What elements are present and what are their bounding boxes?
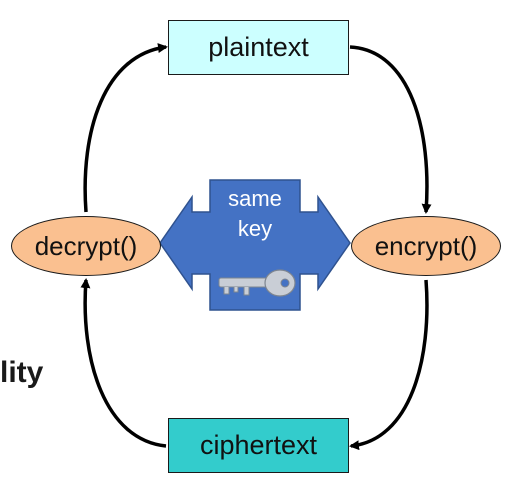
arrow-plaintext-to-encrypt <box>349 45 432 214</box>
arrow-decrypt-to-plaintext <box>83 43 168 213</box>
shared-key-label-line1: same <box>228 186 282 211</box>
encrypt-function-oval: encrypt() <box>351 216 501 276</box>
ciphertext-label: ciphertext <box>199 430 318 460</box>
key-icon <box>218 269 296 297</box>
plaintext-label: plaintext <box>208 32 309 62</box>
ciphertext-box: ciphertext <box>168 418 349 473</box>
encrypt-label: encrypt() <box>374 230 478 261</box>
decrypt-label: decrypt() <box>34 230 138 261</box>
arrow-encrypt-to-ciphertext <box>349 279 429 451</box>
plaintext-box: plaintext <box>168 20 349 75</box>
arrow-ciphertext-to-decrypt <box>80 278 167 448</box>
shared-key-label-line2: key <box>237 216 273 241</box>
partial-heading-text: lity <box>0 356 44 389</box>
shared-key-arrow-shape <box>159 179 351 311</box>
decrypt-function-oval: decrypt() <box>11 216 161 276</box>
